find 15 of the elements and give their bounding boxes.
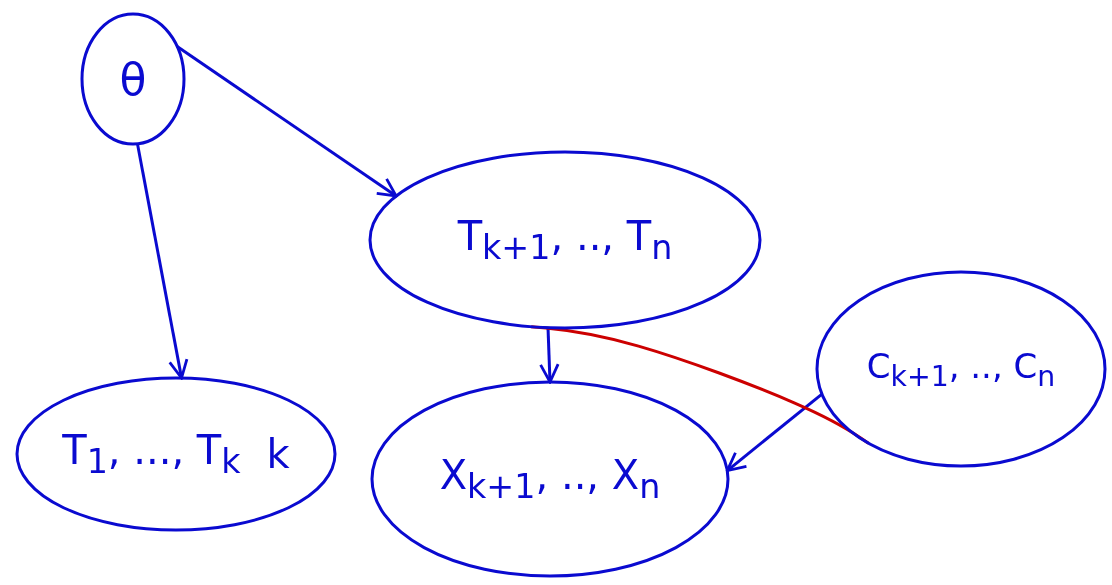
arrow	[725, 392, 823, 472]
parameter-circle	[82, 14, 184, 144]
variable-label: θ	[119, 53, 147, 105]
variable-label: T$_{1}$, ..., T$_{k}$	[62, 427, 241, 481]
variable-label: T$_{k+1}$, .., T$_{n}$	[457, 213, 673, 267]
arrow	[176, 45, 398, 198]
variable-label: C$_{k+1}$, .., C$_{n}$	[866, 345, 1056, 393]
arrow	[539, 327, 560, 384]
variable-label: X$_{k+1}$, .., X$_{n}$	[439, 452, 661, 506]
index-label: k	[266, 431, 290, 477]
variable-ellipse	[817, 272, 1105, 466]
variable-ellipse	[370, 152, 760, 328]
variable-ellipse	[17, 378, 335, 530]
arrow	[135, 143, 189, 380]
variable-ellipse	[372, 382, 728, 576]
